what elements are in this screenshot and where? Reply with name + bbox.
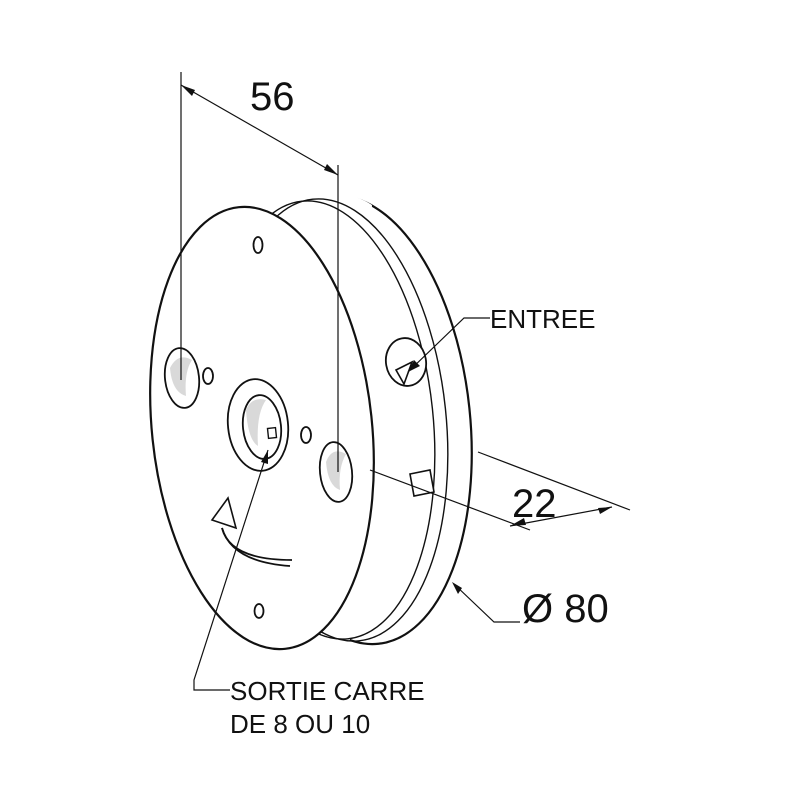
diameter-callout: Ø 80: [452, 582, 609, 631]
dimension-56: 56: [180, 72, 339, 472]
rotation-arrow-icon: [210, 496, 293, 567]
sortie-label-line2: DE 8 OU 10: [230, 709, 370, 739]
rim-tab: [409, 469, 435, 497]
depth-dimension-label: 22: [512, 482, 557, 526]
entree-callout: ENTREE: [407, 304, 595, 373]
square-output-boss: [226, 378, 290, 472]
width-dimension-label: 56: [250, 75, 295, 119]
entree-label: ENTREE: [490, 304, 595, 334]
sortie-label-line1: SORTIE CARRE: [230, 676, 425, 706]
front-face: [149, 205, 375, 651]
diameter-label: Ø 80: [522, 587, 609, 631]
dimension-22: 22: [369, 451, 631, 531]
input-socket: [384, 337, 428, 387]
mounting-hole-right: [318, 441, 354, 503]
sortie-callout: SORTIE CARRE DE 8 OU 10: [193, 449, 425, 739]
small-hole-bottom: [253, 603, 265, 619]
small-hole-right: [300, 426, 312, 444]
small-hole-left: [202, 367, 214, 385]
small-hole-top: [252, 236, 264, 254]
